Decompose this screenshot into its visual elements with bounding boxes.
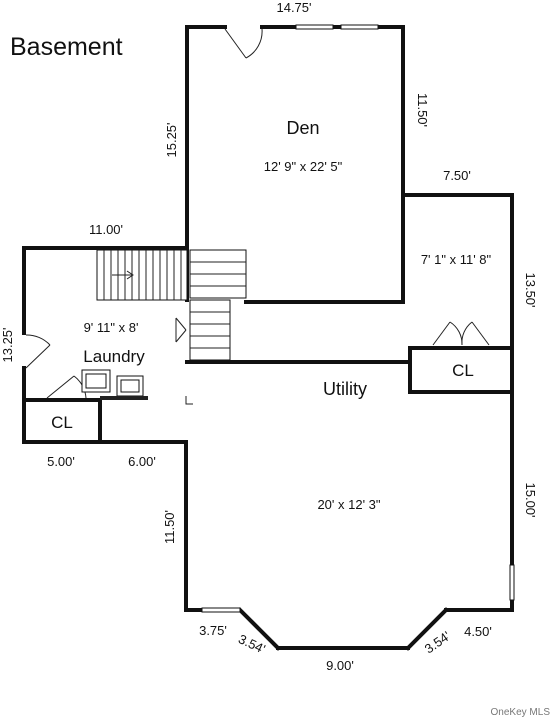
dim-utility-left: 11.50' [162, 510, 177, 544]
plan-title: Basement [10, 33, 123, 61]
stairs-left [96, 249, 188, 301]
utility-walls [184, 607, 514, 651]
right-closet-name: CL [452, 361, 474, 380]
dim-bottom-center: 9.00' [326, 658, 354, 673]
utility-size: 20' x 12' 3" [317, 497, 380, 512]
stairs-right [189, 249, 247, 299]
den-name: Den [286, 118, 319, 138]
den-size: 12' 9" x 22' 5" [264, 159, 343, 174]
left-closet-door [46, 375, 87, 399]
laundry-name: Laundry [83, 347, 145, 366]
dim-bottom-right-short: 4.50' [464, 624, 492, 639]
washer-icon [81, 369, 111, 393]
right-closet-walls [408, 346, 514, 394]
right-window [509, 564, 515, 601]
dim-laundry-top: 11.00' [89, 222, 123, 237]
dim-laundry-left: 13.25' [0, 327, 15, 362]
left-closet-name: CL [51, 413, 73, 432]
dim-closet-bottom: 5.00' [47, 454, 75, 469]
credit-text: OneKey MLS [491, 707, 551, 718]
utility-name: Utility [323, 379, 367, 399]
dim-step-bottom: 6.00' [128, 454, 156, 469]
dim-den-right: 11.50' [415, 93, 430, 127]
bottom-window [201, 607, 241, 613]
dim-bottom-right-diag: 3.54' [422, 628, 453, 656]
den-door [224, 28, 263, 59]
laundry-door [25, 334, 51, 369]
dryer-icon [116, 375, 144, 397]
stairs-lower [189, 299, 231, 361]
laundry-counter [100, 396, 148, 400]
dim-den-top: 14.75' [276, 0, 311, 15]
den-windows [295, 24, 379, 30]
laundry-walls [22, 246, 412, 612]
dim-utility-right: 15.00' [523, 482, 538, 517]
right-closet-doors [432, 321, 490, 346]
laundry-size: 9' 11" x 8' [84, 320, 139, 335]
dim-right-room-top: 7.50' [443, 168, 471, 183]
stair-door [175, 317, 187, 343]
dim-right-room-right: 13.50' [523, 272, 538, 307]
right-room-size: 7' 1" x 11' 8" [421, 252, 492, 267]
dim-den-left: 15.25' [164, 122, 179, 157]
dim-bottom-left-short: 3.75' [199, 623, 227, 638]
corner-mark [185, 396, 193, 405]
